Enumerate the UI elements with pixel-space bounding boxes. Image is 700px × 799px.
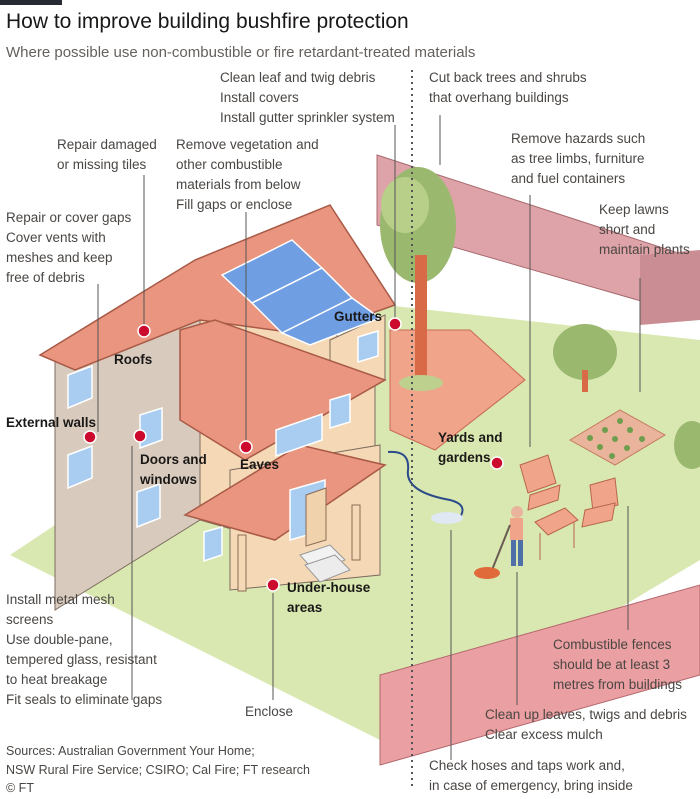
label-doors-windows: Doors and windows [140, 452, 207, 487]
note-roofs: Repair damaged or missing tiles [57, 137, 157, 172]
marker-under-house [266, 578, 280, 592]
label-yards-gardens: Yards and gardens [438, 430, 503, 465]
marker-eaves [239, 440, 253, 454]
marker-roofs [137, 324, 151, 338]
back-fence [376, 154, 700, 319]
note-lawns: Keep lawns short and maintain plants [599, 202, 690, 257]
marker-external-walls [83, 430, 97, 444]
label-roofs: Roofs [114, 352, 153, 367]
back-fence-right [640, 250, 700, 325]
sources-footer: Sources: Australian Government Your Home… [6, 744, 310, 795]
label-eaves: Eaves [240, 457, 280, 472]
note-trees: Cut back trees and shrubs that overhang … [429, 70, 587, 105]
note-fences: Combustible fences should be at least 3 … [553, 637, 683, 692]
note-hoses: Check hoses and taps work and, in case o… [429, 758, 633, 793]
marker-yards-gardens [490, 456, 504, 470]
label-external-walls: External walls [6, 415, 97, 430]
front-door [305, 487, 327, 547]
note-gutters: Clean leaf and twig debris Install cover… [220, 70, 395, 125]
note-doors-windows: Install metal mesh screens Use double-pa… [6, 592, 163, 707]
marker-gutters [388, 317, 402, 331]
label-gutters: Gutters [334, 309, 383, 324]
gardener-figure [474, 506, 523, 579]
porch-roof [183, 444, 387, 541]
label-under-house: Under-house areas [287, 580, 371, 615]
top-accent-bar [0, 0, 62, 5]
note-eaves: Remove vegetation and other combustible … [176, 137, 319, 212]
shrub-tree [553, 324, 617, 380]
marker-doors-windows [133, 429, 147, 443]
note-leaves: Clean up leaves, twigs and debris Clear … [485, 707, 687, 742]
page-title: How to improve building bushfire protect… [6, 10, 409, 33]
tree-trunk [415, 255, 427, 383]
note-external-walls: Repair or cover gaps Cover vents with me… [6, 210, 132, 285]
solar-panels [220, 239, 382, 346]
page-subtitle: Where possible use non-combustible or fi… [6, 44, 476, 61]
note-under-house: Enclose [245, 704, 294, 719]
garden-hose [387, 450, 464, 521]
front-fence [379, 584, 700, 766]
garden-furniture [519, 454, 619, 560]
note-hazards: Remove hazards such as tree limbs, furni… [511, 131, 646, 186]
